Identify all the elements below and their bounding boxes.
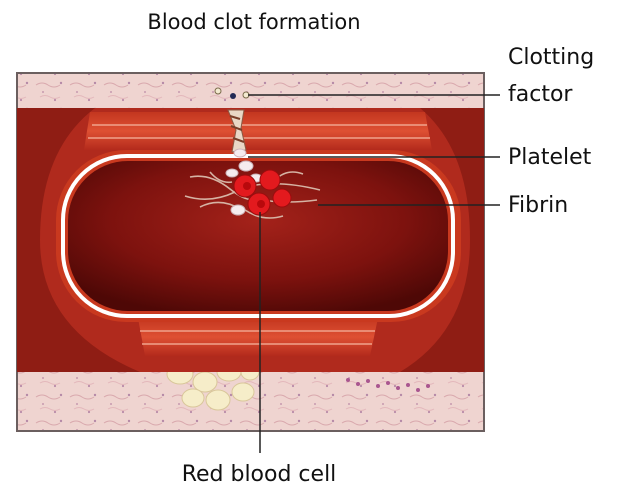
diagram-title: Blood clot formation: [147, 10, 360, 34]
platelet-label: Platelet: [508, 145, 592, 170]
clotting-factor-label-line1: Clotting: [508, 45, 594, 70]
fibrin-label: Fibrin: [508, 193, 568, 218]
vessel-lumen: [68, 161, 448, 311]
red-blood-cell-label: Red blood cell: [182, 462, 337, 487]
vessel-media-top: [84, 112, 432, 150]
clotting-factor-label-line2: factor: [508, 82, 573, 107]
vessel-media-bottom: [138, 318, 378, 356]
illustration: [17, 73, 484, 431]
